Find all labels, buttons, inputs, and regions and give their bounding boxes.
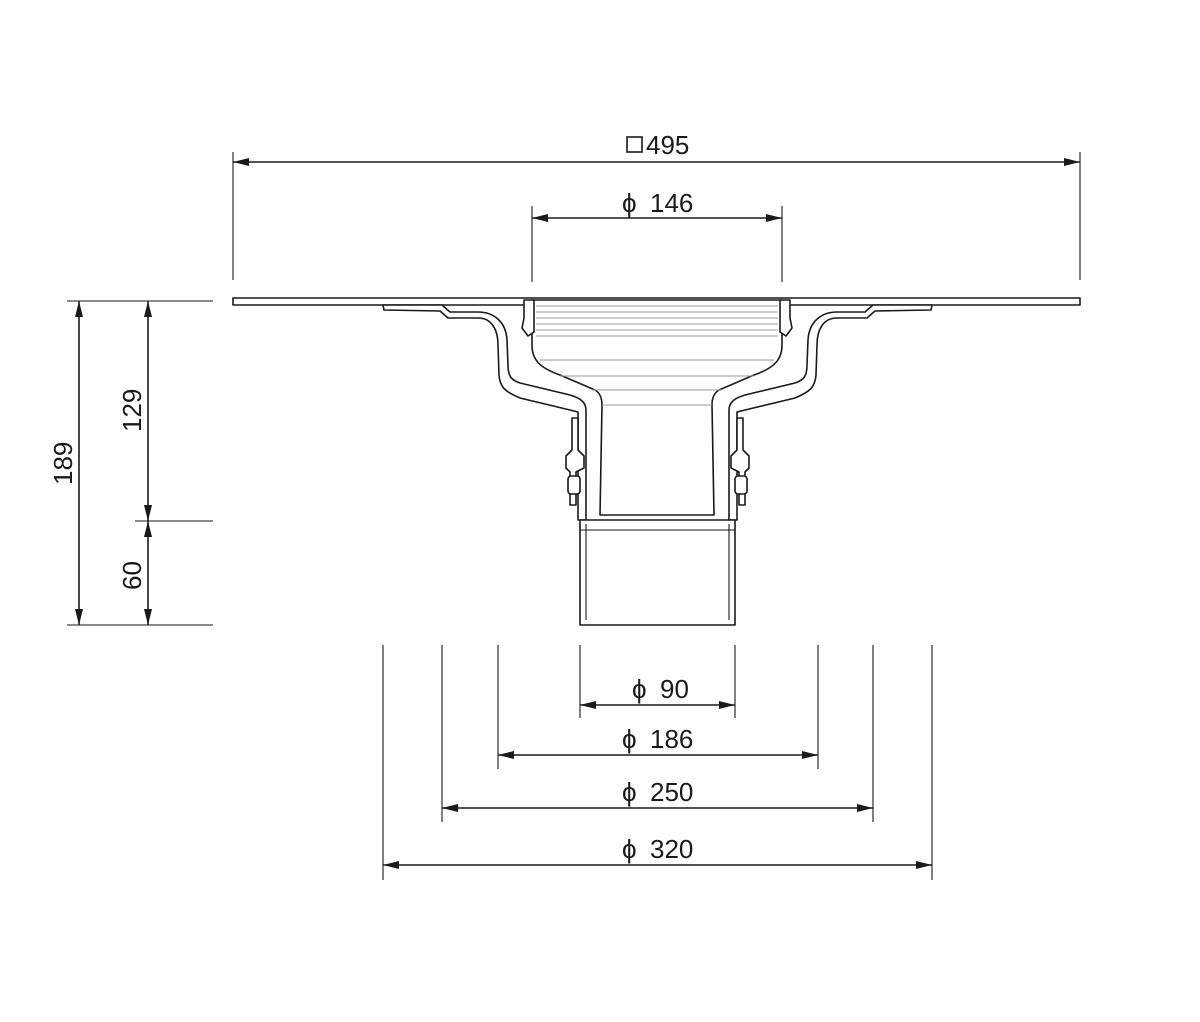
- inner-funnel: [531, 299, 783, 516]
- gasket-left: [521, 299, 535, 337]
- dimension-diameter-250: ϕ 250: [441, 645, 874, 822]
- dimension-diameter-320: ϕ 320: [382, 645, 933, 880]
- dimension-label-320: 320: [650, 834, 693, 864]
- dimension-label-189: 189: [48, 442, 78, 485]
- seal-right: [734, 475, 748, 495]
- body-right: [728, 304, 933, 521]
- dimension-diameter-146: ϕ 146: [531, 188, 783, 282]
- dimension-diameter-186: ϕ 186: [497, 645, 819, 769]
- dimension-height-129: 129: [117, 301, 152, 521]
- dimension-diameter-90: ϕ 90: [579, 645, 736, 718]
- dimension-label-90: 90: [660, 674, 689, 704]
- seal-left: [567, 475, 581, 495]
- dimension-label-129: 129: [117, 389, 147, 432]
- dimension-square-495: 495: [232, 130, 1081, 280]
- diameter-symbol-icon: ϕ: [632, 674, 647, 704]
- dimension-label-250: 250: [650, 777, 693, 807]
- dimension-label-186: 186: [650, 724, 693, 754]
- diameter-symbol-icon: ϕ: [622, 777, 637, 807]
- drain-section-view: [232, 297, 1081, 626]
- diameter-symbol-icon: ϕ: [622, 724, 637, 754]
- diameter-symbol-icon: ϕ: [622, 188, 637, 218]
- funnel-hatching: [536, 305, 778, 406]
- body-left: [382, 304, 587, 521]
- dimension-label-60: 60: [117, 561, 147, 590]
- dimension-label-146: 146: [650, 188, 693, 218]
- dimension-label-495: 495: [646, 130, 689, 160]
- diameter-symbol-icon: ϕ: [622, 834, 637, 864]
- square-symbol-icon: [626, 136, 643, 153]
- dimension-height-60: 60: [117, 520, 213, 625]
- gasket-right: [779, 299, 793, 337]
- outlet-pipe: [579, 519, 736, 626]
- dimension-height-189: 189: [48, 300, 213, 626]
